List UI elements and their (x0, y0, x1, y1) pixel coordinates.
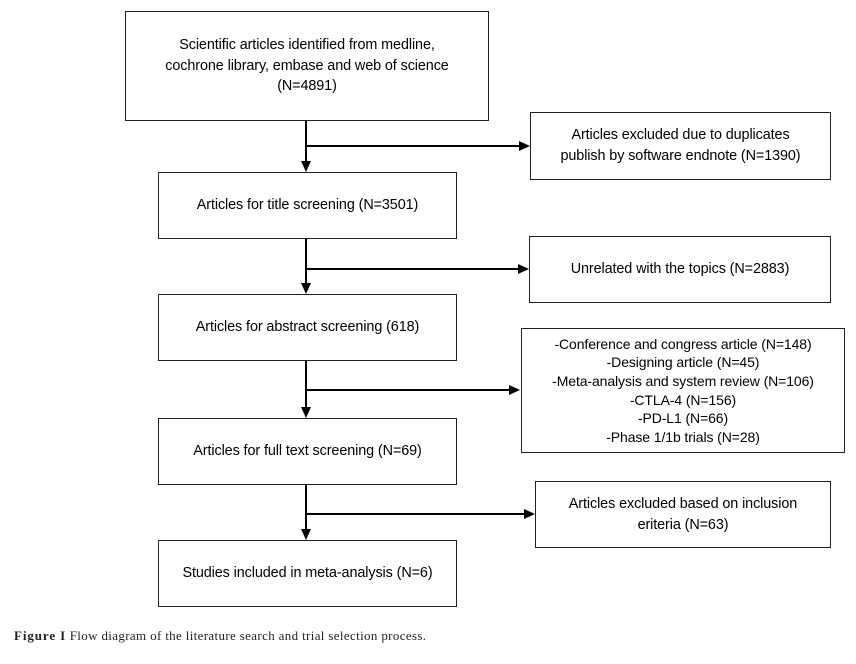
flow-node-duplicates-excluded: Articles excluded due to duplicates publ… (530, 112, 831, 180)
connector-title-to-abstract-stem (305, 239, 308, 285)
flow-node-full-text-screening: Articles for full text screening (N=69) (158, 418, 457, 485)
connector-abstract-to-fulltext-stem (305, 361, 308, 409)
flow-node-unrelated-excluded-label: Unrelated with the topics (N=2883) (570, 261, 790, 278)
flow-node-inclusion-criteria-excluded-label: Articles excluded based on inclusion eri… (568, 495, 798, 533)
arrow-head-fulltext-to-included (300, 529, 311, 540)
flow-node-abstract-screening-label: Articles for abstract screening (618) (195, 319, 420, 336)
arrow-head-identified-to-title (300, 161, 311, 172)
connector-fulltext-to-inclusion-criteria (305, 513, 529, 516)
flow-node-abstract-exclusions-label: -Conference and congress article (N=148)… (552, 335, 814, 445)
flow-node-duplicates-excluded-label: Articles excluded due to duplicates publ… (560, 127, 801, 164)
flow-node-included: Studies included in meta-analysis (N=6) (158, 540, 457, 607)
figure-caption-label: Figure I (14, 628, 67, 643)
arrow-head-abstract-to-exclusions (509, 384, 520, 395)
flow-node-inclusion-criteria-excluded: Articles excluded based on inclusion eri… (535, 481, 831, 548)
flow-node-abstract-exclusions: -Conference and congress article (N=148)… (521, 328, 845, 453)
arrow-head-fulltext-to-inclusion-criteria (524, 508, 535, 519)
figure-caption-text: Flow diagram of the literature search an… (69, 628, 427, 643)
connector-fulltext-to-included-stem (305, 485, 308, 531)
arrow-head-title-to-unrelated (518, 263, 529, 274)
connector-abstract-to-exclusions (305, 389, 514, 392)
flow-node-abstract-screening: Articles for abstract screening (618) (158, 294, 457, 361)
flow-node-full-text-screening-label: Articles for full text screening (N=69) (193, 443, 422, 460)
flow-node-unrelated-excluded: Unrelated with the topics (N=2883) (529, 236, 831, 303)
connector-identified-to-title-stem (305, 121, 308, 163)
flow-node-identified-label: Scientific articles identified from medl… (165, 36, 449, 95)
arrow-head-title-to-abstract (300, 283, 311, 294)
flow-node-title-screening-label: Articles for title screening (N=3501) (196, 197, 419, 214)
arrow-head-abstract-to-fulltext (300, 407, 311, 418)
flow-node-title-screening: Articles for title screening (N=3501) (158, 172, 457, 239)
connector-title-to-unrelated (305, 268, 523, 271)
figure-caption: Figure I Flow diagram of the literature … (14, 628, 834, 644)
flow-node-included-label: Studies included in meta-analysis (N=6) (182, 565, 433, 582)
arrow-head-identified-to-duplicates (519, 140, 530, 151)
flow-node-identified: Scientific articles identified from medl… (125, 11, 489, 121)
connector-identified-to-duplicates (305, 145, 524, 148)
